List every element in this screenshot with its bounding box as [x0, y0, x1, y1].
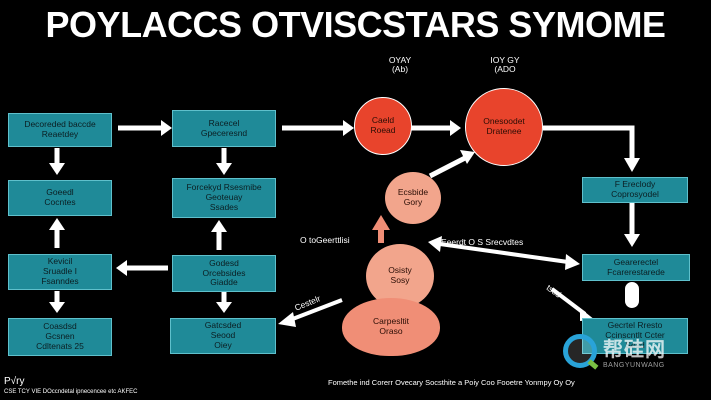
head-label-left-line1: OYAY: [388, 55, 412, 65]
arrow-c2-b9: [543, 125, 640, 172]
watermark-text: 帮硅网 BANGYUNWANG: [603, 333, 666, 369]
box-godesd[interactable]: Godesd Orcebsides Giadde: [172, 255, 276, 292]
arrow-b6-b8: [216, 292, 232, 313]
arrow-c4-c3: [372, 215, 390, 243]
circle-line: Sosy: [390, 275, 410, 285]
circle-osisty[interactable]: Osisty Sosy: [366, 244, 434, 308]
head-label-right: IOY GY (ADO: [465, 55, 545, 75]
box-coasdsd[interactable]: Coasdsd Gcsnen Cdltenats 25: [8, 318, 112, 356]
arrow-b1-b3: [49, 148, 65, 175]
diagram-title: POYLACCS OTVISCSTARS SYMOME: [45, 4, 666, 45]
circle-line: Roead: [370, 125, 396, 135]
label-togeert: O toGeerttlisi: [300, 235, 350, 245]
box-line: Sruadle I: [42, 266, 78, 277]
box-line: Decoreded baccde: [24, 119, 96, 130]
circle-line: Ecsbide: [397, 187, 429, 198]
head-label-right-line2: (ADO: [494, 64, 516, 75]
arrow-b2-b4: [216, 148, 232, 175]
head-label-left-line2: (Ab): [391, 64, 409, 75]
circle-line: Dratenee: [486, 126, 522, 136]
box-line: Ssades: [209, 201, 239, 212]
circle-line: Oraso: [379, 326, 403, 336]
box-line: Gearerectel: [613, 256, 659, 267]
box-line: Forcekyd Rsesmibe: [186, 182, 262, 193]
box-line: Reaetdey: [41, 129, 79, 139]
box-line: Geoteuay: [205, 192, 243, 203]
circle-caeld[interactable]: Caeld Roead: [354, 97, 412, 155]
box-line: Seood: [210, 330, 236, 341]
box-line: F Ereclody: [614, 179, 656, 190]
arrow-c5-b8: [278, 298, 343, 327]
box-goeedl[interactable]: Goeedl Cocntes: [8, 180, 112, 216]
arrow-b2-c1: [282, 120, 354, 136]
circle-line: Onesoodet: [483, 116, 525, 127]
box-line: Gecrtel Rresto: [607, 320, 663, 331]
box-line: Sesd: [625, 339, 645, 350]
head-label-right-line1: IOY GY: [490, 55, 520, 65]
box-line: Coprosyodel: [611, 189, 659, 199]
box-kevicil[interactable]: Kevicil Sruadle I Fsanndes: [8, 254, 112, 290]
circle-line: Osisty: [388, 265, 412, 276]
watermark-q-icon: [563, 334, 597, 368]
circle-line: Carpesltit: [373, 316, 409, 327]
head-label-left: OYAY (Ab): [365, 55, 435, 75]
box-gatcsded[interactable]: Gatcsded Seood Oiey: [170, 318, 276, 354]
box-decoreded[interactable]: Decoreded baccde Reaetdey: [8, 113, 112, 147]
box-line: Fcarerestarede: [607, 266, 665, 277]
circle-carpesltit[interactable]: Carpesltit Oraso: [342, 298, 440, 356]
box-gecrtel[interactable]: Gecrtel Rresto Ccinscntlt Ccter Sesd: [582, 318, 688, 354]
box-line: Cdltenats 25: [36, 340, 84, 351]
box-line: Giadde: [210, 277, 238, 288]
box-line: Ccinscntlt Ccter: [605, 330, 665, 341]
box-line: Coasdsd: [43, 321, 77, 332]
arrow-c3-c2: [428, 150, 475, 179]
arrow-to-b11: [550, 287, 595, 321]
box-line: Cocntes: [44, 197, 76, 207]
label-eeerdt: Eeerdt O S Srecvdtes: [441, 237, 524, 247]
box-line: Orcebsides: [202, 267, 246, 278]
footer-small-print: CSE TCY VIE DOccndetal ipnecencee etc AK…: [4, 389, 138, 395]
watermark-cn: 帮硅网: [603, 339, 666, 361]
arrow-b6-b4: [211, 220, 227, 250]
box-racecel[interactable]: Racecel Gpeceresnd: [172, 110, 276, 147]
box-f-ereclody[interactable]: F Ereclody Coprosyodel: [582, 177, 688, 203]
box-line: Gpeceresnd: [200, 127, 248, 138]
box-gearerectel[interactable]: Gearerectel Fcarerestarede: [582, 254, 690, 281]
box-line: Gcsnen: [45, 331, 75, 342]
box-forcekyd[interactable]: Forcekyd Rsesmibe Geoteuay Ssades: [172, 178, 276, 218]
box-line: Godesd: [209, 257, 239, 268]
arrow-b6-b5: [116, 260, 168, 276]
box-line: Kevicil: [47, 256, 73, 267]
box-line: Oiey: [214, 339, 232, 350]
capsule-b10-b11: [625, 282, 639, 308]
arrow-c4-b10: [428, 236, 580, 270]
arrow-b9-b10: [624, 203, 640, 247]
watermark-en: BANGYUNWANG: [603, 362, 665, 369]
box-line: Racecel: [208, 117, 240, 128]
box-line: Gatcsded: [204, 320, 242, 331]
circle-line: Gory: [403, 197, 423, 207]
footer-logo-text: P√ry: [4, 376, 25, 387]
arrow-b5-b3: [49, 218, 65, 248]
arrow-b5-b7: [49, 291, 65, 313]
circle-ecsbide[interactable]: Ecsbide Gory: [385, 172, 441, 224]
watermark-logo: 帮硅网 BANGYUNWANG: [563, 330, 703, 372]
box-line: Goeedl: [46, 187, 74, 198]
footer-caption: Fomethe ind Corerr Ovecary Socsthite a P…: [328, 378, 575, 387]
arrow-b1-b2: [118, 120, 172, 136]
box-line: Fsanndes: [41, 275, 79, 286]
circle-line: Caeld: [371, 115, 395, 126]
arrow-c1-c2: [410, 120, 461, 136]
circle-onesoodet[interactable]: Onesoodet Dratenee: [465, 88, 543, 166]
